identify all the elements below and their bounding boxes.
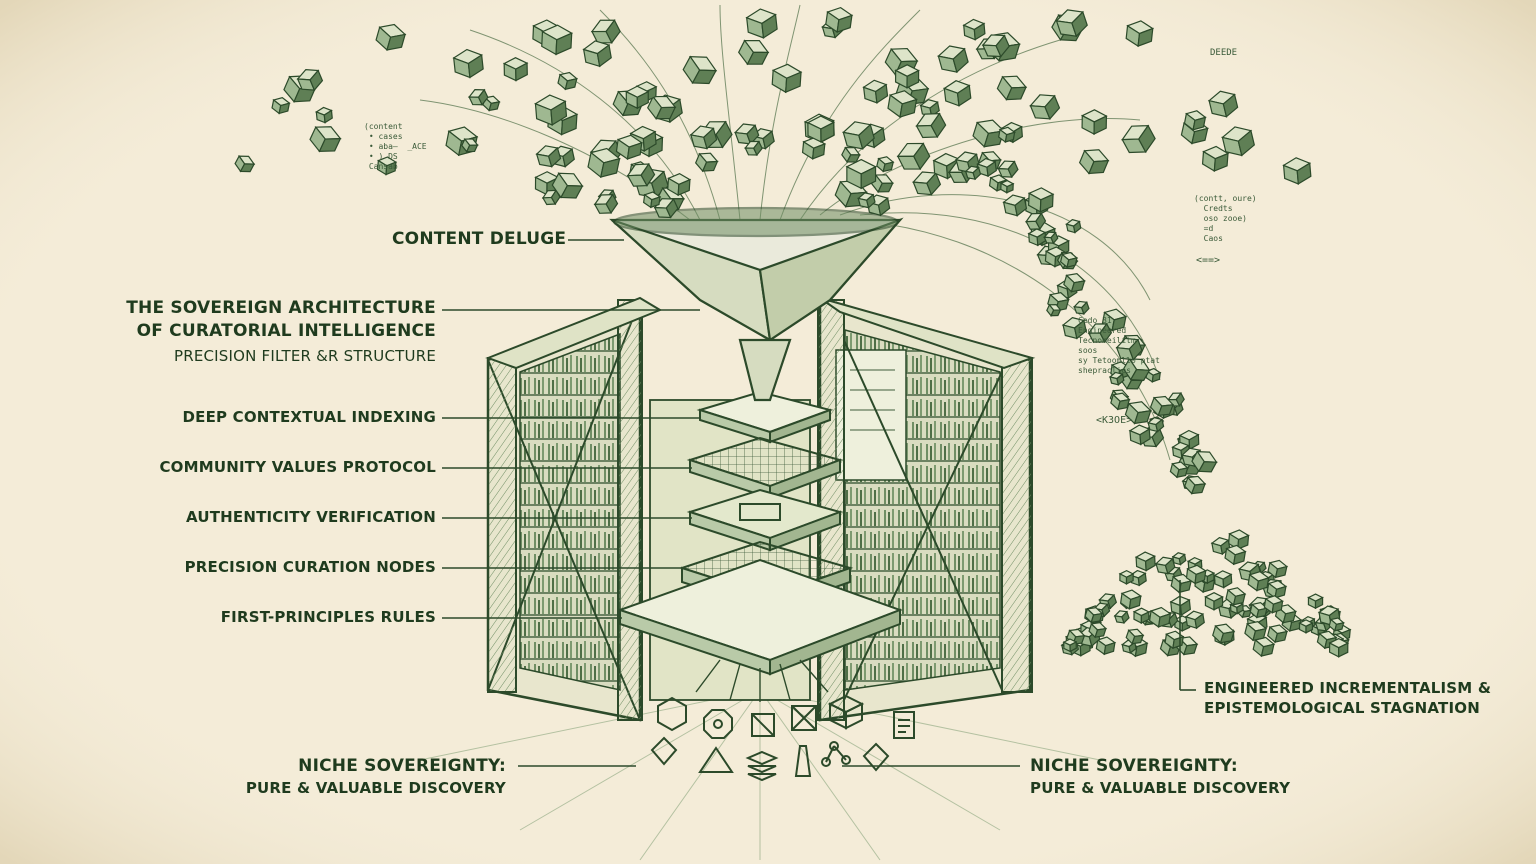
content-cube	[1120, 571, 1133, 584]
content-cube	[626, 86, 648, 108]
note-right-tag: <K3OE>	[1096, 416, 1132, 426]
label-precision-curation-nodes: PRECISION CURATION NODES	[96, 558, 436, 576]
label-architecture-title-2: OF CURATORIAL INTELLIGENCE	[96, 321, 436, 341]
note-right-code: (contt, oure) Credts oso zooe) =d Caos	[1194, 194, 1257, 244]
label-stagnation-1: ENGINEERED INCREMENTALISM &	[1204, 679, 1491, 697]
note-right-arrow: <==>	[1196, 256, 1220, 266]
label-architecture-subtitle: PRECISION FILTER &R STRUCTURE	[96, 347, 436, 365]
label-community-values-protocol: COMMUNITY VALUES PROTOCOL	[96, 458, 436, 476]
label-content-deluge: CONTENT DELUGE	[392, 229, 566, 249]
content-cube	[1308, 594, 1322, 608]
content-cube	[1330, 639, 1348, 657]
label-authenticity-verification: AUTHENTICITY VERIFICATION	[96, 508, 436, 526]
content-cube	[1134, 608, 1149, 623]
note-top-left: (content • cases • aba— _ACE • ) DS Cans…	[364, 122, 427, 172]
content-cube	[1300, 620, 1313, 633]
content-cube	[1001, 180, 1014, 193]
note-right-block: Cedo 31 Engineered Tecnomeilitm soos sy …	[1078, 316, 1160, 376]
label-architecture-title-1: THE SOVEREIGN ARCHITECTURE	[96, 298, 436, 318]
label-niche-left-1: NICHE SOVEREIGNTY:	[200, 756, 506, 776]
label-niche-right-2: PURE & VALUABLE DISCOVERY	[1030, 779, 1290, 797]
content-cube	[1205, 593, 1222, 610]
label-stagnation-2: EPISTEMOLOGICAL STAGNATION	[1204, 699, 1480, 717]
content-cube	[1064, 639, 1077, 652]
label-deep-contextual-indexing: DEEP CONTEXTUAL INDEXING	[96, 408, 436, 426]
label-first-principles-rules: FIRST-PRINCIPLES RULES	[96, 608, 436, 626]
note-top-right: DEEDE	[1210, 48, 1237, 58]
label-niche-right-1: NICHE SOVEREIGNTY:	[1030, 756, 1238, 776]
label-niche-left-2: PURE & VALUABLE DISCOVERY	[200, 779, 506, 797]
